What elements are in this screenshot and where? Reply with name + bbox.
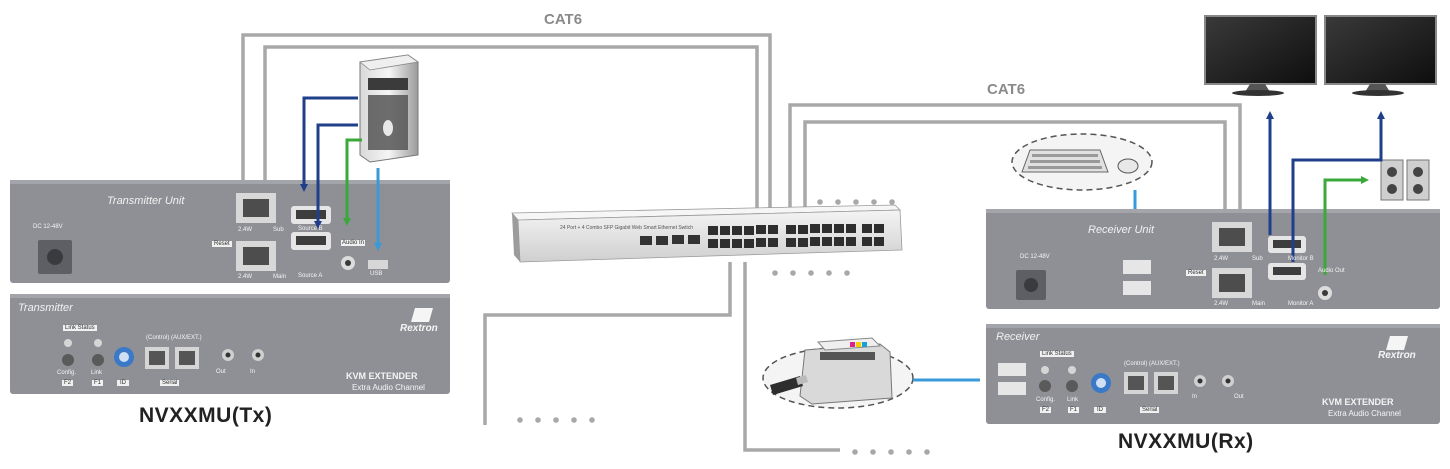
rx-out-label: Out bbox=[1234, 394, 1244, 400]
rx-extra-audio-label: Extra Audio Channel bbox=[1328, 409, 1401, 418]
rx-link-status-label: Link Status bbox=[1040, 351, 1074, 357]
tx-brand: Rextron bbox=[400, 323, 438, 334]
rx-control-label: (Control) (AUX/EXT.) bbox=[1124, 361, 1180, 367]
transmitter-unit-title: Transmitter Unit bbox=[107, 195, 185, 207]
printer-icon bbox=[799, 337, 893, 405]
rx-in-label: In bbox=[1192, 394, 1198, 400]
tx-link-key: F1 bbox=[92, 380, 104, 386]
tx-audio-label: Audio In bbox=[341, 240, 366, 246]
dotted-markers bbox=[517, 199, 930, 455]
video-arrow-monitor-a bbox=[1291, 111, 1385, 262]
cable-rx-main bbox=[788, 103, 1242, 220]
monitor-icon bbox=[1324, 15, 1437, 96]
tx-sub-label: Sub bbox=[273, 227, 284, 233]
pc-tower-icon bbox=[359, 54, 420, 163]
tx-config-key: F2 bbox=[62, 380, 74, 386]
cat6-label-right: CAT6 bbox=[987, 81, 1026, 98]
rx-id-key: ID bbox=[1094, 407, 1106, 413]
transmitter-title: Transmitter bbox=[18, 302, 73, 314]
cable-switch-down-right bbox=[743, 262, 840, 452]
tx-source-b-label: Source B bbox=[298, 226, 323, 232]
rx-link-label: Link bbox=[1067, 397, 1079, 403]
rx-link-key: F1 bbox=[1068, 407, 1080, 413]
tx-serial-label: Serial bbox=[160, 380, 180, 386]
speaker-icon bbox=[1380, 159, 1430, 201]
rextron-logo-icon bbox=[1386, 336, 1408, 350]
tx-config-label: Config. bbox=[57, 370, 77, 376]
rx-serial-label: Serial bbox=[1140, 407, 1160, 413]
rx-main-label: Main bbox=[1252, 301, 1266, 307]
rx-config-label: Config. bbox=[1036, 397, 1056, 403]
monitor-icon bbox=[1204, 15, 1317, 96]
receiver-title: Receiver bbox=[996, 331, 1040, 343]
transmitter-front-panel bbox=[10, 180, 450, 283]
tx-id-key: ID bbox=[117, 380, 129, 386]
cable-tx-sub bbox=[263, 45, 759, 215]
transmitter-back-panel bbox=[10, 294, 450, 394]
tx-extra-audio-label: Extra Audio Channel bbox=[352, 383, 425, 392]
rx-link-a-label: 2.4W bbox=[1214, 256, 1229, 262]
cable-rx-sub bbox=[803, 120, 1227, 220]
tx-out-label: Out bbox=[216, 369, 226, 375]
receiver-unit-title: Receiver Unit bbox=[1088, 224, 1155, 236]
tx-usb-label: USB bbox=[370, 271, 383, 277]
tx-link-status-label: Link Status bbox=[63, 325, 97, 331]
tx-link-label: Link bbox=[91, 370, 103, 376]
tx-main-label: Main bbox=[273, 274, 287, 280]
tx-link-a-label: 2.4W bbox=[238, 227, 253, 233]
rextron-logo-icon bbox=[411, 308, 433, 322]
cable-switch-down-left bbox=[483, 262, 732, 425]
tx-kvm-label: KVM EXTENDER bbox=[346, 371, 418, 381]
usb-drive-icon bbox=[770, 375, 808, 395]
rx-reset-label: Reset bbox=[1186, 270, 1206, 276]
audio-arrow-in bbox=[343, 138, 362, 226]
rx-brand: Rextron bbox=[1378, 350, 1416, 361]
tx-in-label: In bbox=[250, 369, 256, 375]
rx-link-b-label: 2.4W bbox=[1214, 301, 1229, 307]
usb-mini-port bbox=[368, 260, 388, 269]
rx-audio-label: Audio Out bbox=[1318, 268, 1345, 274]
rx-kvm-label: KVM EXTENDER bbox=[1322, 397, 1394, 407]
network-switch-icon bbox=[511, 204, 903, 263]
cat6-cables bbox=[241, 33, 1242, 452]
rx-model-label: NVXXMU(Rx) bbox=[1118, 430, 1254, 453]
rx-monitor-a-label: Monitor A bbox=[1288, 301, 1314, 307]
rx-config-key: F2 bbox=[1040, 407, 1052, 413]
tx-source-a-label: Source A bbox=[298, 273, 323, 279]
rx-sub-label: Sub bbox=[1252, 256, 1263, 262]
switch-caption: 24 Port + 4 Combo SFP Gigabit Web Smart … bbox=[560, 225, 694, 231]
tx-reset-label: Reset bbox=[212, 241, 232, 247]
printer-drive-group bbox=[762, 337, 914, 409]
cable-tx-main bbox=[241, 33, 772, 215]
usb-port-b bbox=[1123, 281, 1151, 295]
video-arrow-source-b bbox=[300, 96, 358, 192]
keyboard-mouse-icon bbox=[1011, 133, 1153, 191]
rx-dc-label: DC 12-48V bbox=[1020, 254, 1050, 260]
audio-arrow-out bbox=[1323, 176, 1369, 275]
cat6-label-top: CAT6 bbox=[544, 11, 583, 28]
receiver-front-panel bbox=[986, 209, 1440, 309]
video-arrow-source-a bbox=[314, 123, 358, 229]
tx-model-label: NVXXMU(Tx) bbox=[139, 404, 273, 427]
switch-rj45-ports bbox=[708, 224, 884, 248]
tx-dc-label: DC 12-48V bbox=[33, 224, 63, 230]
tx-control-label: (Control) (AUX/EXT.) bbox=[146, 335, 202, 341]
usb-port-a bbox=[1123, 260, 1151, 274]
receiver-back-panel bbox=[986, 324, 1440, 424]
tx-link-b-label: 2.4W bbox=[238, 274, 253, 280]
rx-monitor-b-label: Monitor B bbox=[1288, 256, 1314, 262]
